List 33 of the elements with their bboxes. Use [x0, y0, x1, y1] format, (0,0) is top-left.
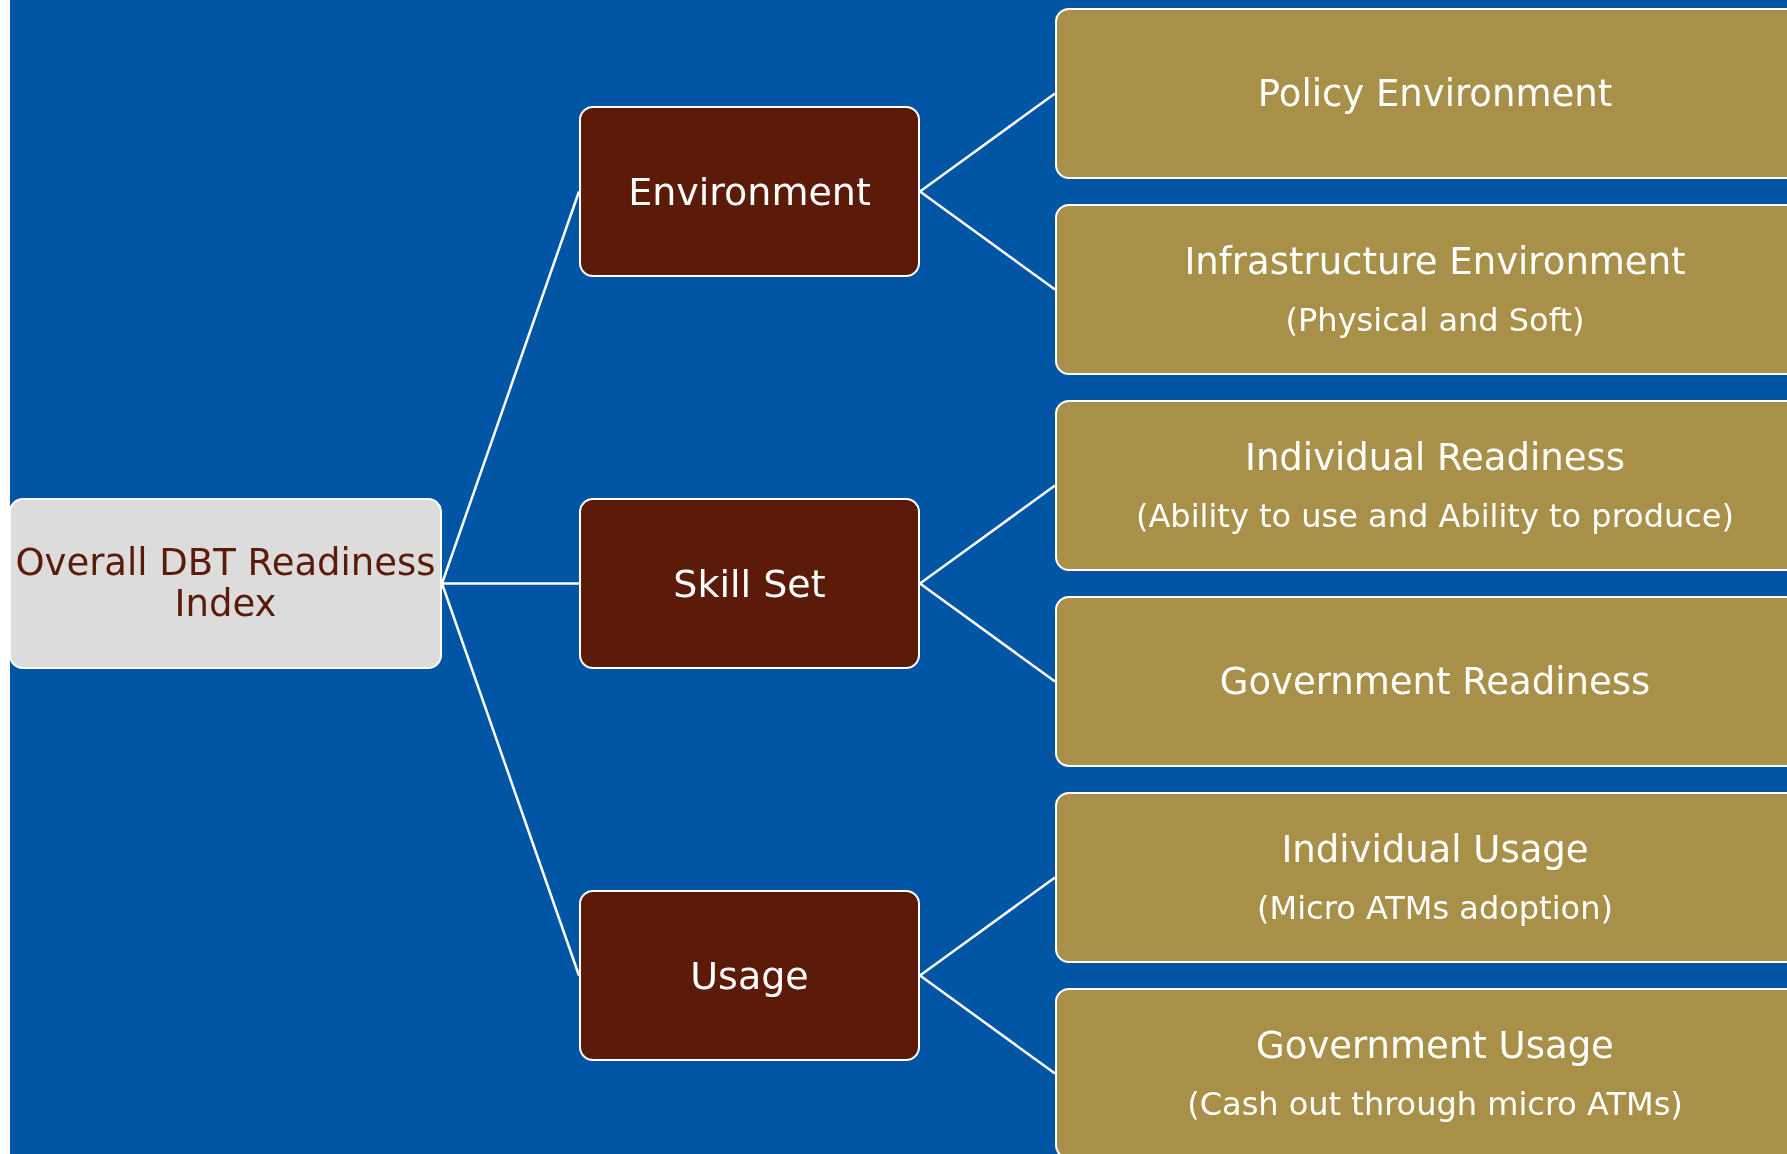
subcategory-box — [1055, 400, 1787, 571]
node-title: Government Usage — [1256, 1024, 1614, 1067]
node-title: Environment — [628, 169, 871, 214]
connector-line — [919, 92, 1056, 193]
connector-line — [919, 484, 1056, 585]
subcategory-box — [1055, 8, 1787, 179]
category-box — [579, 106, 920, 277]
connector-line — [919, 876, 1056, 977]
node-title: Infrastructure Environment — [1184, 240, 1686, 283]
connector-line — [440, 191, 581, 584]
subcategory-box — [1055, 792, 1787, 963]
node-subtitle: (Cash out through micro ATMs) — [1187, 1085, 1683, 1123]
subcategory-box — [1055, 596, 1787, 767]
node-title: Policy Environment — [1257, 72, 1613, 115]
node-title: Usage — [690, 953, 809, 998]
node-title: Individual Usage — [1281, 828, 1589, 871]
connector-line — [442, 582, 579, 585]
connector-line — [919, 974, 1056, 1075]
node-title: Government Readiness — [1219, 660, 1651, 703]
connector-line — [440, 583, 581, 976]
category-box — [579, 498, 920, 669]
node-title: Individual Readiness — [1245, 436, 1625, 479]
category-box — [579, 890, 920, 1061]
connector-line — [919, 582, 1056, 683]
subcategory-box — [1055, 988, 1787, 1154]
subcategory-box — [1055, 204, 1787, 375]
index-box — [9, 498, 442, 669]
node-subtitle: (Ability to use and Ability to produce) — [1136, 497, 1734, 535]
node-title: Skill Set — [673, 561, 826, 606]
node-subtitle: (Micro ATMs adoption) — [1257, 889, 1613, 927]
node-title: Overall DBT Readiness Index — [14, 542, 437, 625]
node-subtitle: (Physical and Soft) — [1285, 301, 1585, 339]
connector-line — [919, 190, 1056, 291]
